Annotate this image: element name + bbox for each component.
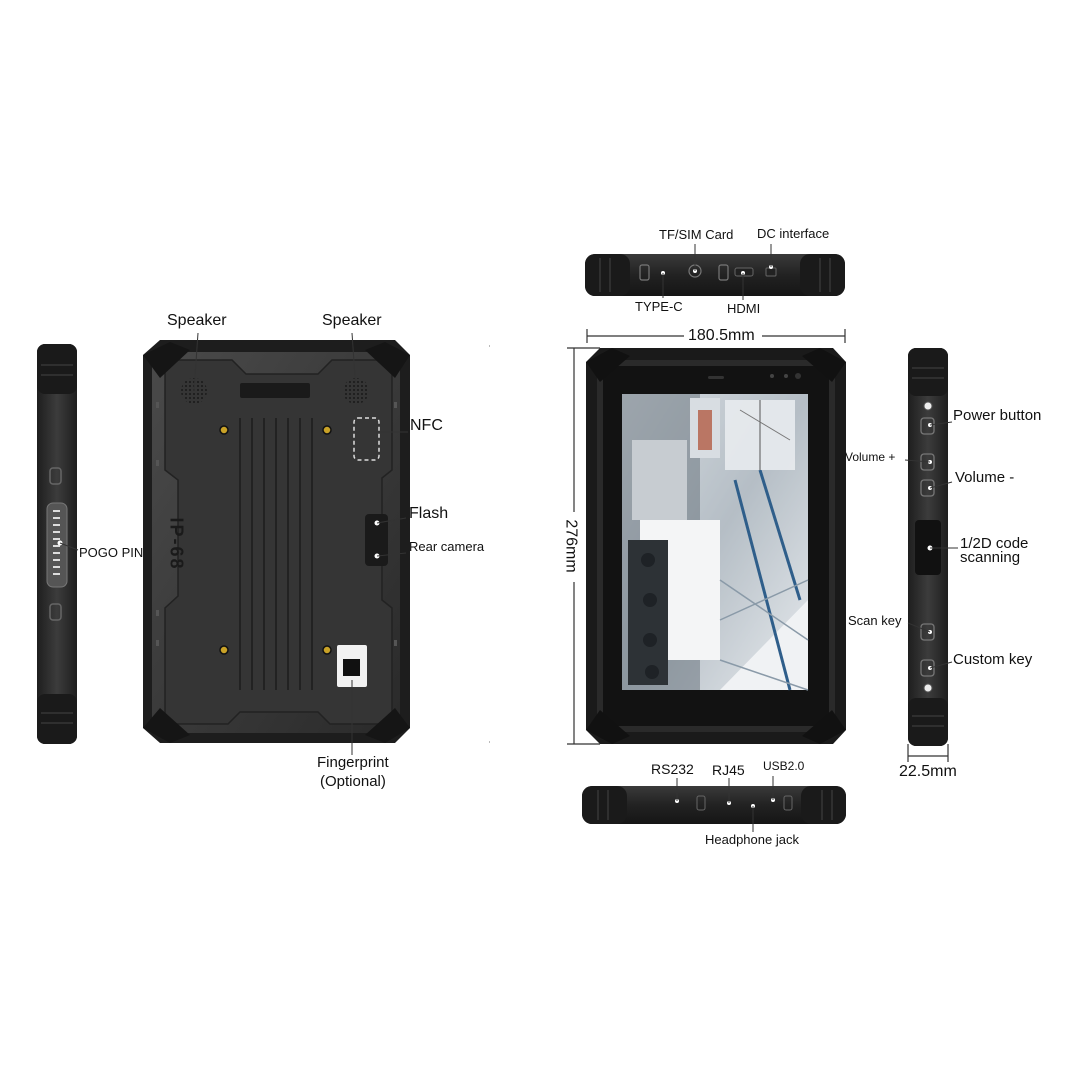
screen-photo — [622, 394, 809, 691]
height-dimension: 276mm — [562, 519, 580, 573]
back-view — [143, 332, 410, 755]
front-view — [567, 329, 846, 745]
rs232-label: RS232 — [651, 761, 694, 777]
speaker-left-label: Speaker — [167, 312, 227, 329]
usb-label: USB2.0 — [763, 759, 805, 773]
top-edge-view — [585, 244, 845, 300]
code-scanning-label-2: scanning — [960, 549, 1021, 566]
tf-sim-label: TF/SIM Card — [659, 227, 734, 242]
left-side-view — [37, 344, 79, 744]
custom-key-label: Custom key — [953, 651, 1033, 668]
scan-key-label: Scan key — [848, 613, 902, 628]
volume-plus-label: Volume + — [845, 450, 896, 464]
nfc-label: NFC — [410, 417, 443, 434]
rear-camera-label: Rear camera — [409, 539, 485, 554]
type-c-label: TYPE-C — [635, 299, 683, 314]
thickness-dimension: 22.5mm — [899, 763, 957, 780]
rj45-label: RJ45 — [712, 762, 745, 778]
fingerprint-optional-label: (Optional) — [320, 773, 386, 790]
dc-interface-label: DC interface — [757, 226, 830, 241]
code-scanning-label: 1/2D code — [960, 535, 1029, 552]
fingerprint-label: Fingerprint — [317, 754, 389, 771]
flash-label: Flash — [409, 505, 449, 522]
right-side-view — [904, 348, 958, 762]
speaker-right-label: Speaker — [322, 312, 382, 329]
pogo-pin-label: POGO PIN — [79, 545, 144, 560]
power-button-label: Power button — [953, 407, 1042, 424]
bottom-edge-view — [582, 776, 846, 832]
volume-minus-label: Volume - — [955, 469, 1015, 486]
headphone-jack-label: Headphone jack — [705, 832, 799, 847]
width-dimension: 180.5mm — [688, 327, 755, 344]
ip68-mark: IP-68 — [166, 517, 187, 571]
hdmi-label: HDMI — [727, 301, 761, 316]
